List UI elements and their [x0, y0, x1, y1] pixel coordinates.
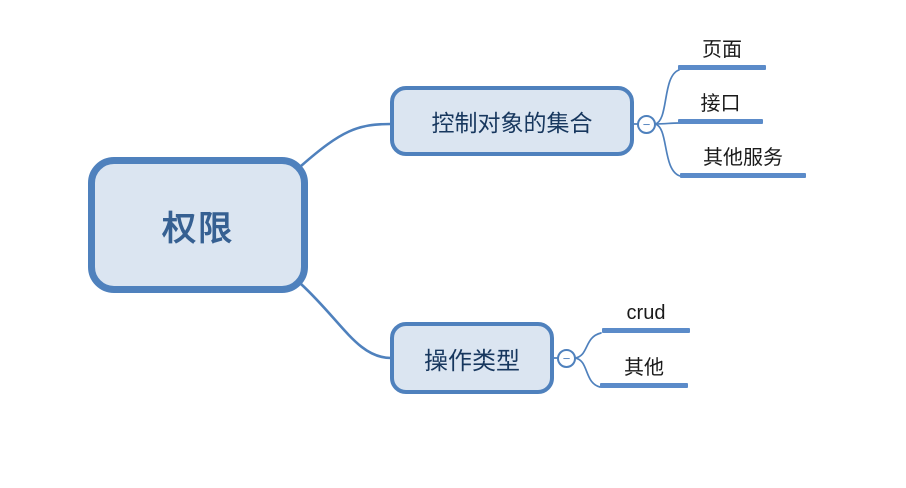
- leaf-label: crud: [626, 302, 666, 324]
- leaf-node-other-services[interactable]: 其他服务: [680, 144, 806, 178]
- minus-icon: −: [562, 350, 571, 366]
- leaf-label: 其他: [624, 357, 664, 379]
- edge-branch1-to-leaf-api: [654, 122, 680, 125]
- leaf-node-crud[interactable]: crud: [602, 299, 690, 333]
- branch-node-control-object-set[interactable]: 控制对象的集合: [390, 86, 634, 156]
- root-node[interactable]: 权限: [88, 157, 308, 293]
- edge-root-to-branch2: [299, 282, 393, 360]
- edge-branch1-to-leaf-other-services: [654, 123, 681, 177]
- leaf-node-page[interactable]: 页面: [678, 36, 766, 70]
- leaf-node-other[interactable]: 其他: [600, 354, 688, 388]
- root-node-label: 权限: [162, 209, 234, 248]
- edge-branch2-to-leaf-other: [574, 357, 601, 388]
- edge-root-to-branch1: [299, 122, 393, 168]
- leaf-underline: [602, 328, 690, 333]
- branch-node-label: 操作类型: [424, 347, 520, 375]
- edge-branch2-to-leaf-crud: [574, 332, 602, 359]
- collapse-button-branch1[interactable]: −: [637, 115, 656, 134]
- leaf-label: 页面: [702, 39, 742, 61]
- branch-node-label: 控制对象的集合: [431, 110, 593, 136]
- branch-node-operation-type[interactable]: 操作类型: [390, 322, 554, 394]
- leaf-label: 其他服务: [703, 147, 783, 169]
- leaf-label: 接口: [700, 93, 741, 115]
- leaf-underline: [678, 119, 763, 124]
- edge-branch1-to-leaf-page: [654, 69, 680, 125]
- collapse-button-branch2[interactable]: −: [557, 349, 576, 368]
- leaf-underline: [678, 65, 766, 70]
- minus-icon: −: [642, 116, 651, 132]
- leaf-underline: [600, 383, 688, 388]
- leaf-node-api[interactable]: 接口: [678, 90, 763, 124]
- leaf-underline: [680, 173, 806, 178]
